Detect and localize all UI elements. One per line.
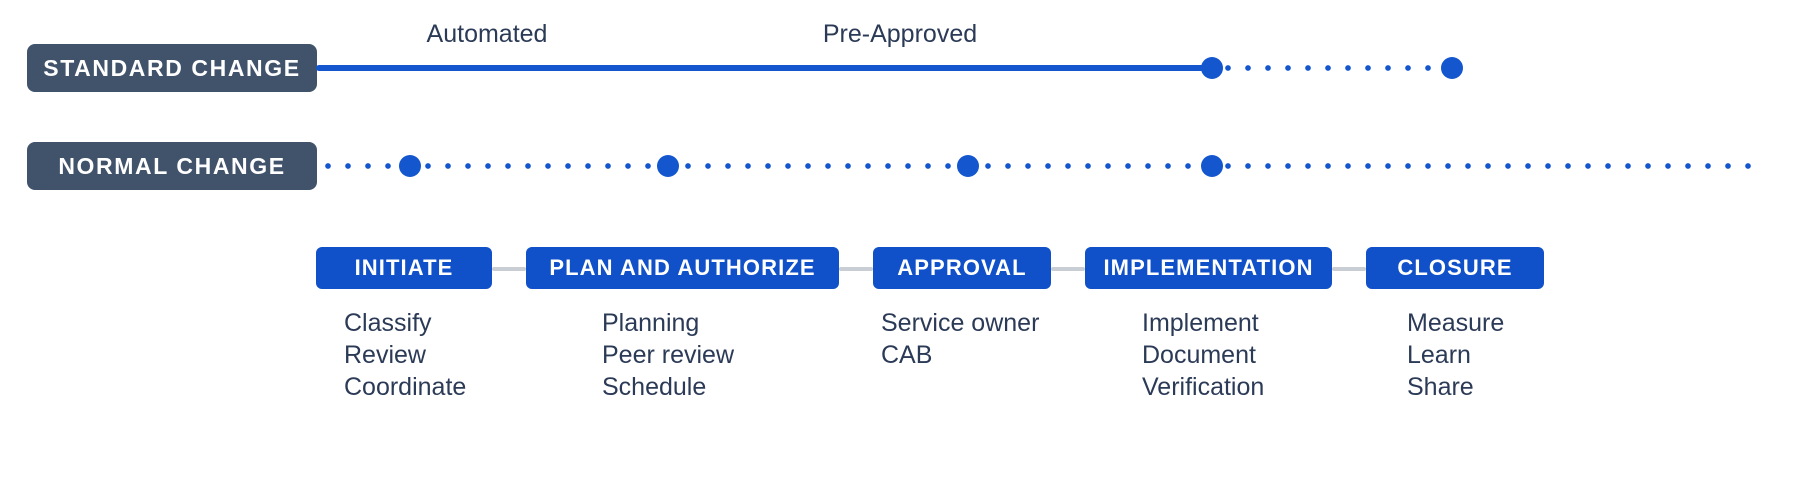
standard-node-dot-2 xyxy=(1441,57,1463,79)
detail-item: Document xyxy=(1142,341,1256,369)
normal-node-dot-4 xyxy=(1201,155,1223,177)
stage-connector-4-5 xyxy=(1332,267,1366,271)
stage-connector-2-3 xyxy=(839,267,873,271)
stage-box-approval[interactable]: APPROVAL xyxy=(873,247,1051,289)
stage-details: Classify Review Coordinate Planning Peer… xyxy=(316,307,1764,437)
lane-track-normal-change xyxy=(316,155,1762,177)
stage-box-implementation[interactable]: IMPLEMENTATION xyxy=(1085,247,1332,289)
stage-connector-3-4 xyxy=(1051,267,1085,271)
detail-item: Peer review xyxy=(602,341,734,369)
detail-item: Measure xyxy=(1407,309,1505,337)
lane-badge-normal-change: NORMAL CHANGE xyxy=(27,142,317,190)
stage-box-initiate[interactable]: INITIATE xyxy=(316,247,492,289)
stage-details-closure: Measure Learn Share xyxy=(1407,307,1504,403)
standard-solid-segment xyxy=(316,65,1212,71)
detail-item: Planning xyxy=(602,309,700,337)
detail-item: Review xyxy=(344,341,426,369)
normal-node-dot-3 xyxy=(957,155,979,177)
detail-item: Implement xyxy=(1142,309,1259,337)
stage-details-initiate: Classify Review Coordinate xyxy=(344,307,466,403)
lane-track-standard-change xyxy=(316,57,1762,79)
detail-item: Verification xyxy=(1142,373,1265,401)
detail-item: Service owner xyxy=(881,309,1040,337)
lane-annotation-pre-approved: Pre-Approved xyxy=(822,20,978,48)
detail-item: CAB xyxy=(881,341,933,369)
standard-node-dot-1 xyxy=(1201,57,1223,79)
stage-details-plan-and-authorize: Planning Peer review Schedule xyxy=(602,307,734,403)
detail-item: Schedule xyxy=(602,373,707,401)
lane-badge-standard-change: STANDARD CHANGE xyxy=(27,44,317,92)
lane-annotation-automated: Automated xyxy=(426,20,548,48)
detail-item: Learn xyxy=(1407,341,1471,369)
stage-details-approval: Service owner CAB xyxy=(881,307,1039,371)
detail-item: Share xyxy=(1407,373,1474,401)
stage-connector-1-2 xyxy=(492,267,526,271)
detail-item: Coordinate xyxy=(344,373,467,401)
normal-node-dot-2 xyxy=(657,155,679,177)
stage-box-closure[interactable]: CLOSURE xyxy=(1366,247,1544,289)
standard-dotted-segment xyxy=(1216,65,1456,71)
detail-item: Classify xyxy=(344,309,432,337)
stage-box-plan-and-authorize[interactable]: PLAN AND AUTHORIZE xyxy=(526,247,839,289)
normal-dotted-segment xyxy=(316,163,1762,169)
stage-row: INITIATE PLAN AND AUTHORIZE APPROVAL IMP… xyxy=(316,247,1764,289)
stage-details-implementation: Implement Document Verification xyxy=(1142,307,1264,403)
normal-node-dot-1 xyxy=(399,155,421,177)
